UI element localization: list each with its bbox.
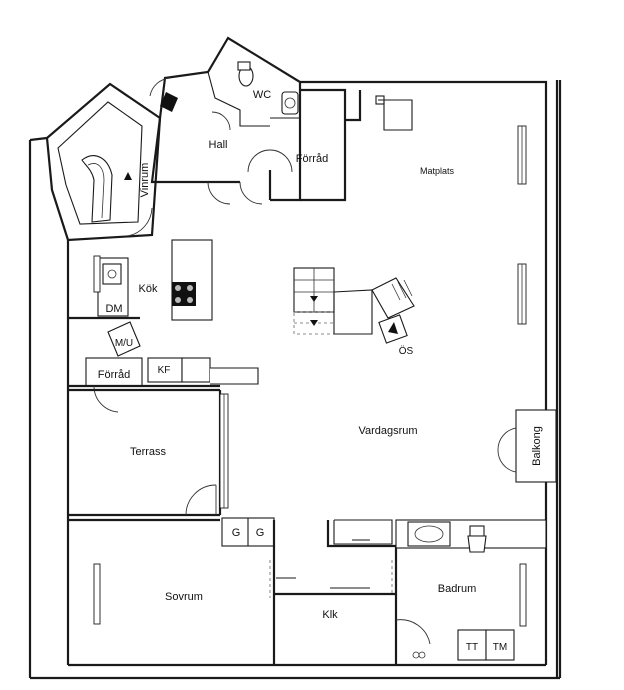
label-vinrum: Vinrum xyxy=(139,163,151,198)
kok-fixtures xyxy=(68,239,259,413)
label-forrad-top: Förråd xyxy=(296,153,328,165)
balkong-walls xyxy=(497,409,557,483)
klk-walls xyxy=(274,560,398,665)
label-badrum: Badrum xyxy=(438,583,477,595)
label-forrad-small: Förråd xyxy=(98,369,130,381)
label-os: ÖS xyxy=(399,345,414,357)
label-wc: WC xyxy=(253,89,271,101)
label-kf: KF xyxy=(158,365,171,376)
label-sovrum: Sovrum xyxy=(165,591,203,603)
label-vardagsrum: Vardagsrum xyxy=(358,425,417,437)
vinrum-walls xyxy=(45,82,162,242)
label-hall: Hall xyxy=(209,139,228,151)
label-tt: TT xyxy=(466,642,478,653)
outer-walls xyxy=(28,80,562,680)
label-terrass: Terrass xyxy=(130,446,167,458)
label-g1: G xyxy=(232,527,241,539)
label-kok: Kök xyxy=(139,283,158,295)
label-matplats: Matplats xyxy=(420,166,455,176)
hall-walls xyxy=(149,36,302,205)
terrass-walls xyxy=(68,388,229,517)
g-cabinets xyxy=(221,517,275,547)
right-windows xyxy=(517,125,527,325)
label-klk: Klk xyxy=(322,609,338,621)
label-mu: M/U xyxy=(115,338,133,349)
forrad-top-walls xyxy=(269,88,413,202)
room-labels: Hall WC Förråd Matplats Vinrum Kök DM M/… xyxy=(98,89,543,653)
label-tm: TM xyxy=(493,642,507,653)
stairs xyxy=(293,267,415,344)
label-dm: DM xyxy=(105,303,122,315)
label-balkong: Balkong xyxy=(531,426,543,466)
sovrum-walls xyxy=(68,518,527,665)
badrum-walls xyxy=(326,519,547,661)
label-g2: G xyxy=(256,527,265,539)
